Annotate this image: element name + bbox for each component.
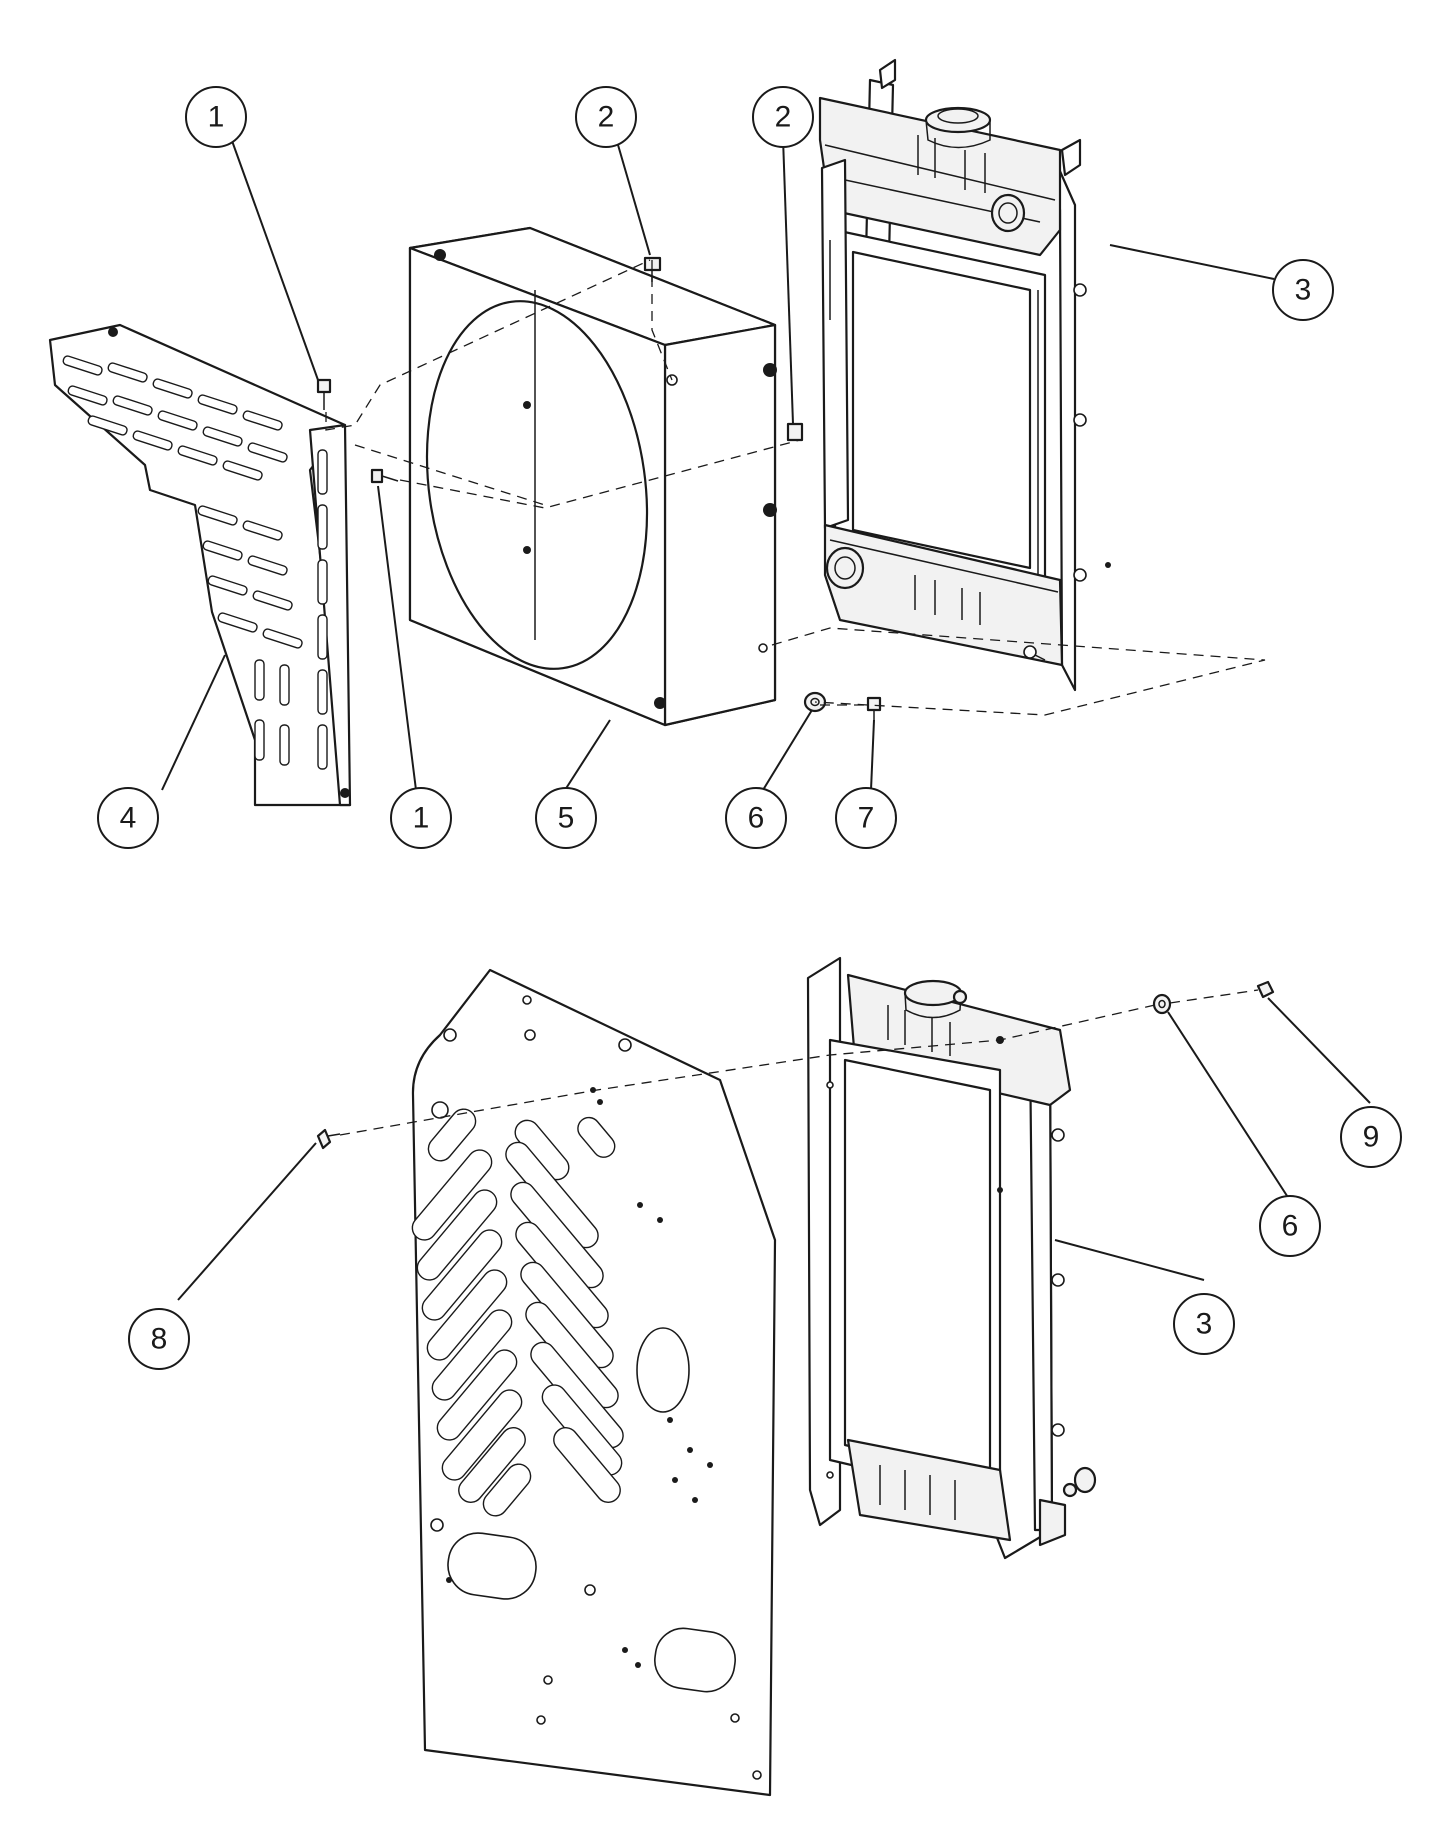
callout-label: 2 bbox=[598, 101, 615, 134]
callout-label: 2 bbox=[775, 101, 792, 134]
callout-3-lower: 3 bbox=[1173, 1293, 1235, 1355]
callout-label: 1 bbox=[413, 802, 430, 835]
callout-8: 8 bbox=[128, 1308, 190, 1370]
assembly-lines-bottom bbox=[339, 989, 1259, 1136]
callout-label: 5 bbox=[558, 802, 575, 835]
callout-5: 5 bbox=[535, 787, 597, 849]
callout-label: 8 bbox=[151, 1323, 168, 1356]
callout-3-upper: 3 bbox=[1272, 259, 1334, 321]
radiator-bottom bbox=[806, 956, 1097, 1560]
fan-shroud bbox=[408, 226, 777, 727]
callout-label: 7 bbox=[858, 802, 875, 835]
back-plate bbox=[411, 968, 777, 1797]
radiator-top bbox=[818, 58, 1111, 692]
callout-label: 9 bbox=[1363, 1121, 1380, 1154]
callout-1-lower: 1 bbox=[390, 787, 452, 849]
callout-label: 6 bbox=[1282, 1210, 1299, 1243]
callout-label: 1 bbox=[208, 101, 225, 134]
grille-panel bbox=[48, 323, 352, 807]
callout-6-upper: 6 bbox=[725, 787, 787, 849]
callout-7: 7 bbox=[835, 787, 897, 849]
callout-4: 4 bbox=[97, 787, 159, 849]
hardware-bottom bbox=[316, 980, 1275, 1150]
callout-2-left: 2 bbox=[575, 86, 637, 148]
callout-label: 6 bbox=[748, 802, 765, 835]
callout-2-right: 2 bbox=[752, 86, 814, 148]
callout-1-upper: 1 bbox=[185, 86, 247, 148]
assembly-lines-top bbox=[325, 259, 1266, 716]
callout-label: 3 bbox=[1196, 1308, 1213, 1341]
callout-6-lower: 6 bbox=[1259, 1195, 1321, 1257]
callout-label: 4 bbox=[120, 802, 137, 835]
leader-lines bbox=[161, 137, 1371, 1301]
callout-9: 9 bbox=[1340, 1106, 1402, 1168]
callout-label: 3 bbox=[1295, 274, 1312, 307]
